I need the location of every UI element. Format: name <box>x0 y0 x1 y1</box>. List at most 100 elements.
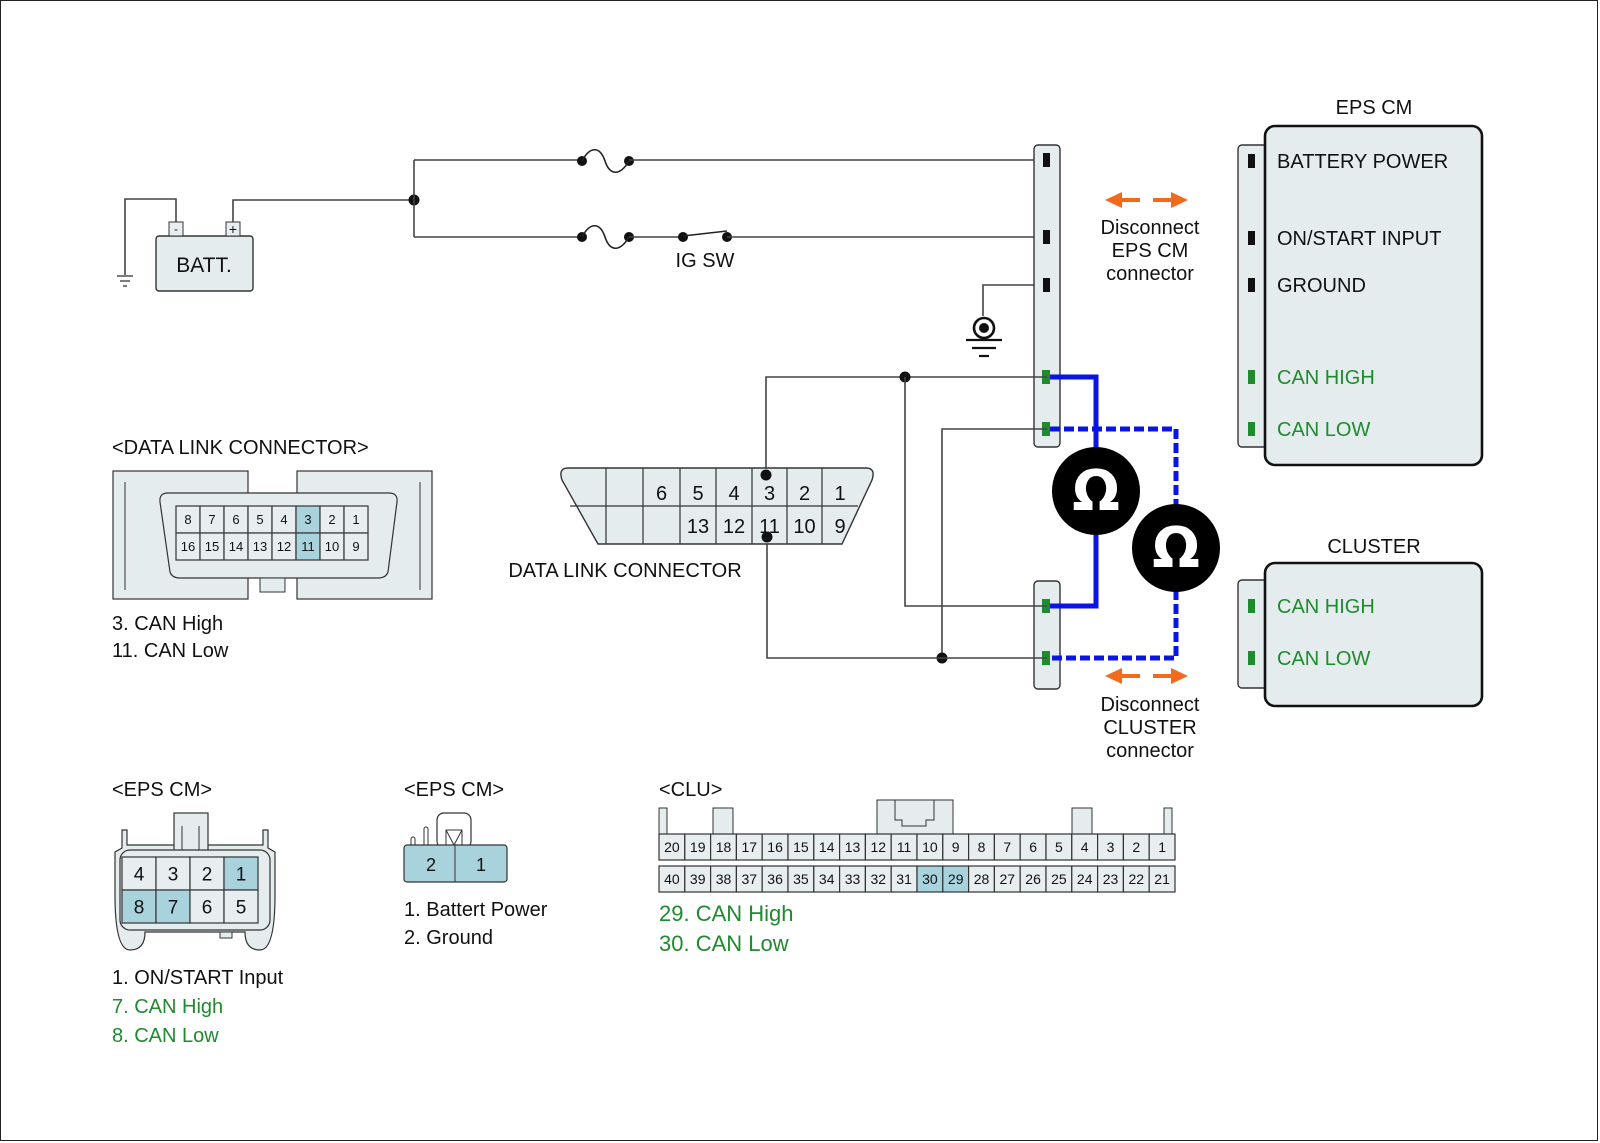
pin-label: 25 <box>1051 871 1067 887</box>
neg-sign: - <box>174 222 178 236</box>
pin-label: 6 <box>656 483 667 505</box>
pin-cell <box>761 833 789 861</box>
pin-label: 8 <box>978 839 986 855</box>
meter-lead-can-low-cluster <box>1050 590 1179 661</box>
pin-label: 6 <box>232 512 239 527</box>
pin-cell <box>121 889 157 924</box>
meter-lead-can-high-cluster <box>1050 530 1099 609</box>
can-high-wire-cluster <box>904 377 1047 607</box>
pin-cell <box>684 865 712 893</box>
pin-cell <box>890 833 918 861</box>
pin-label: 5 <box>236 897 247 918</box>
can-low-wire <box>941 428 1047 658</box>
pin-label: 5 <box>256 512 263 527</box>
pin-cell <box>709 865 737 893</box>
pin-label: 38 <box>716 871 732 887</box>
pin-label: 16 <box>767 839 783 855</box>
pin <box>1248 231 1255 245</box>
pin-cell <box>1096 865 1124 893</box>
clu-title: <CLU> <box>659 779 722 801</box>
dlc-legend-1: 3. CAN High <box>112 613 223 635</box>
pin-label: 13 <box>845 839 861 855</box>
pin <box>1248 370 1255 384</box>
pin-label: 15 <box>205 539 219 554</box>
pin-label: 3 <box>168 864 179 885</box>
pin-label: 9 <box>834 516 845 538</box>
cluster-module <box>1263 561 1484 708</box>
disconnect-eps-line2: EPS CM <box>1112 240 1189 262</box>
ohm-icon[interactable]: Ω <box>1132 504 1220 592</box>
pin-cell <box>121 856 157 891</box>
cluster-module-connector <box>1237 579 1269 689</box>
pin-label: 1 <box>1158 839 1166 855</box>
pin-cell <box>1148 865 1176 893</box>
battery-body <box>155 235 254 292</box>
battery-label: BATT. <box>176 254 232 277</box>
eps-cm-2pin-legend-1: 1. Battert Power <box>404 899 548 921</box>
pin-cell <box>993 865 1021 893</box>
pin-label: 4 <box>280 512 287 527</box>
pin-cell <box>890 865 918 893</box>
can-high-wire-dlc <box>765 376 1047 475</box>
pin <box>1043 278 1050 292</box>
pin-label: 13 <box>253 539 267 554</box>
pin-label: 17 <box>742 839 758 855</box>
pin-label: 33 <box>845 871 861 887</box>
pin-label: 6 <box>1029 839 1037 855</box>
eps-cm-pin-label: CAN HIGH <box>1277 367 1375 389</box>
pin <box>1043 230 1050 244</box>
pin-label: 2 <box>799 483 810 505</box>
cluster-harness-connector[interactable] <box>1033 580 1061 690</box>
disconnect-eps-line1: Disconnect <box>1101 217 1200 239</box>
pin-label: 30 <box>922 871 938 887</box>
eps-harness-connector[interactable] <box>1033 144 1061 448</box>
pin-label: 37 <box>742 871 758 887</box>
eps-cm-2pin-legend-2: 2. Ground <box>404 927 493 949</box>
pin-label: 21 <box>1154 871 1170 887</box>
pin-cell <box>1122 865 1150 893</box>
pin-label: 4 <box>728 483 739 505</box>
pin-cell <box>864 865 892 893</box>
pin-label: 31 <box>896 871 912 887</box>
eps-cm-pin-label: CAN LOW <box>1277 419 1370 441</box>
pin <box>1248 422 1255 436</box>
pin-cell <box>813 865 841 893</box>
pin-label: 8 <box>134 897 145 918</box>
pin-cell <box>967 865 995 893</box>
pin-cell <box>709 833 737 861</box>
eps-cm-2pin-view: 2 1 <box>403 812 508 883</box>
pin-label: 40 <box>664 871 680 887</box>
dlc-label: DATA LINK CONNECTOR <box>508 560 741 582</box>
pin-cell <box>864 833 892 861</box>
ohm-icon[interactable]: Ω <box>1052 447 1140 535</box>
pin-label: 19 <box>690 839 706 855</box>
pin-label: 35 <box>793 871 809 887</box>
pin-label: 4 <box>1081 839 1089 855</box>
fuse-icon <box>577 148 634 174</box>
pin-label: 12 <box>723 516 745 538</box>
pin-label: 12 <box>277 539 291 554</box>
ignition-switch-icon <box>678 230 732 242</box>
dlc-legend-2: 11. CAN Low <box>112 640 229 662</box>
pin-label: 3 <box>764 483 775 505</box>
pin-label: 6 <box>202 897 213 918</box>
eps-cm-title: EPS CM <box>1336 97 1413 119</box>
dlc-view-title: <DATA LINK CONNECTOR> <box>112 437 369 459</box>
eps-cm-8pin-legend-3: 8. CAN Low <box>112 1025 219 1047</box>
pin-label: 26 <box>1025 871 1041 887</box>
pin-label: 11 <box>897 839 912 855</box>
disconnect-arrow-icon <box>1105 668 1188 684</box>
pin-label: 13 <box>687 516 709 538</box>
pin-label: 3 <box>1107 839 1115 855</box>
pin-cell <box>1148 833 1176 861</box>
pin-cell <box>295 532 321 561</box>
pin-label: 39 <box>690 871 706 887</box>
pin-label: 29 <box>948 871 964 887</box>
pin-label: 36 <box>767 871 783 887</box>
ig-switch-label: IG SW <box>676 250 735 272</box>
pin-cell <box>761 865 789 893</box>
svg-text:Ω: Ω <box>1072 459 1120 524</box>
